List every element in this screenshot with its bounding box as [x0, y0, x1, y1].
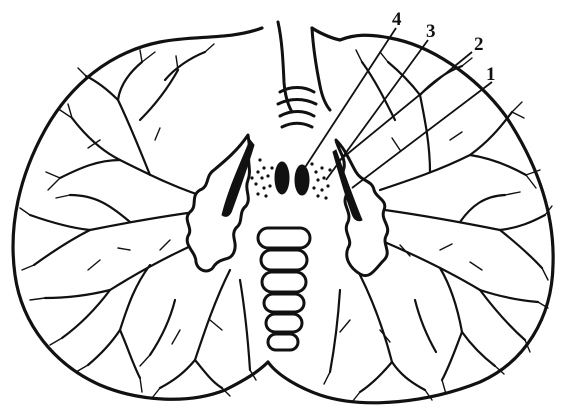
label-4: 4 [392, 9, 402, 30]
label-1: 1 [486, 64, 496, 85]
label-3: 3 [426, 21, 436, 42]
label-2: 2 [474, 34, 484, 55]
left-central-nucleus [275, 162, 289, 194]
right-central-nucleus [295, 165, 309, 195]
